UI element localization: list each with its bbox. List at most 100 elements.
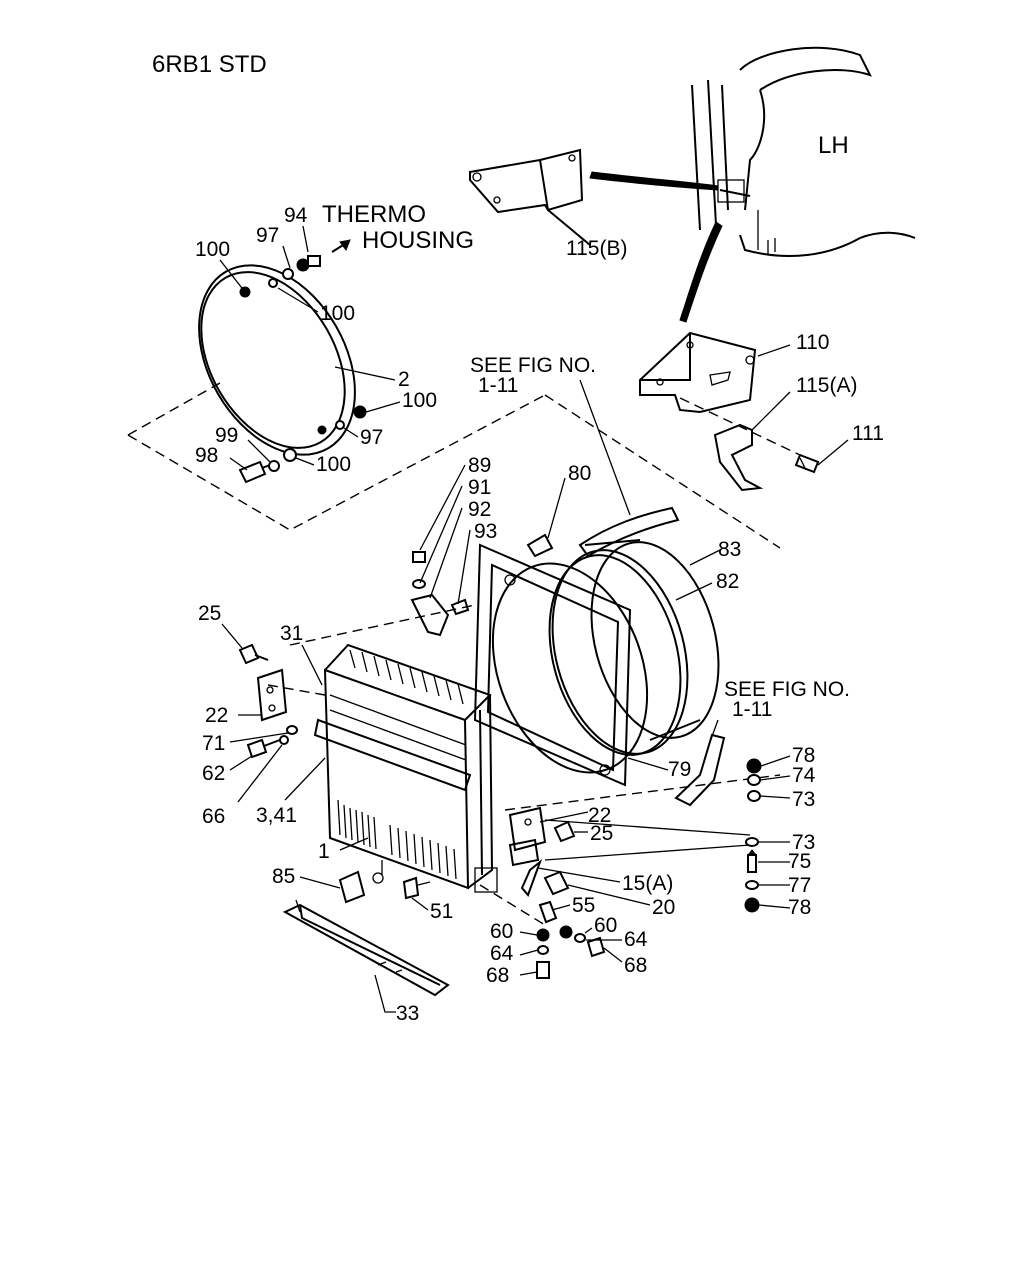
callout-2: 2 (398, 368, 410, 391)
callout-94: 94 (284, 204, 308, 227)
leader-97-lower (343, 427, 359, 438)
callout-97-top: 97 (256, 224, 279, 247)
bracket-115b (469, 148, 591, 246)
callout-100-bottom: 100 (316, 453, 351, 476)
leader-33 (374, 974, 396, 1013)
leader-111 (817, 439, 849, 466)
dash-core-c (504, 774, 781, 811)
leader-80 (547, 477, 566, 539)
arrow-thermo-head (339, 239, 351, 252)
leader-55 (551, 904, 571, 911)
leader-20 (567, 884, 651, 906)
dash-ring-box-b (127, 382, 221, 436)
line-to-75 (544, 844, 751, 861)
washer-71 (286, 725, 298, 735)
callout-97-lower: 97 (360, 426, 383, 449)
leader-51 (411, 897, 429, 911)
leader-100-right (277, 287, 319, 313)
bracket-110 (639, 331, 757, 414)
callout-110: 110 (796, 331, 829, 354)
bottom-bracket-33 (282, 899, 450, 997)
callout-74: 74 (792, 764, 816, 787)
callout-78-top: 78 (792, 744, 815, 767)
leader-110 (757, 344, 791, 357)
callout-51: 51 (430, 900, 453, 923)
callout-62: 62 (202, 762, 225, 785)
leader-see-fig-right (709, 719, 719, 743)
see-fig-top-1: SEE FIG NO. (470, 354, 596, 377)
callout-79: 79 (668, 758, 691, 781)
leader-79 (627, 757, 669, 771)
callout-68-left: 68 (486, 964, 509, 987)
leader-15a (537, 867, 621, 883)
dash-ring-box-c (544, 394, 781, 549)
leader-66 (237, 744, 283, 803)
leader-2 (334, 366, 396, 381)
see-fig-right-2: 1-11 (732, 698, 772, 721)
clip-15a (520, 858, 543, 897)
callout-25-left: 25 (198, 602, 221, 625)
leader-100-top (219, 259, 246, 293)
callout-82: 82 (716, 570, 739, 593)
callout-83: 83 (718, 538, 741, 561)
leader-89 (419, 464, 466, 551)
stack-60-64-68-left (536, 928, 550, 979)
housing-label: HOUSING (362, 227, 474, 254)
dash-core-a (289, 604, 476, 646)
callout-100-mid: 100 (402, 389, 437, 412)
callout-73-bottom: 73 (792, 831, 815, 854)
callout-111: 111 (852, 422, 884, 445)
callout-22-right: 22 (588, 804, 611, 827)
callout-60-right: 60 (594, 914, 617, 937)
leader-92 (429, 507, 463, 599)
bolt-98 (238, 448, 297, 484)
callout-100-right: 100 (320, 302, 355, 325)
bolt-80 (526, 533, 554, 558)
callout-115a: 115(A) (796, 374, 857, 397)
leader-71 (229, 732, 289, 743)
leader-115a (751, 391, 791, 431)
leader-100-mid (365, 401, 401, 413)
upper-hose (578, 506, 680, 558)
leader-62 (229, 755, 253, 771)
callout-64-left: 64 (490, 942, 514, 965)
line-to-73 (544, 819, 751, 836)
leader-93 (457, 529, 471, 605)
dash-core-b (267, 684, 326, 696)
leader-341 (284, 757, 326, 801)
callout-15a: 15(A) (622, 872, 673, 895)
leaders-78-74-73 (759, 755, 791, 799)
fan-ring-83 (584, 539, 720, 741)
leader-91 (419, 485, 463, 584)
callout-25-right: 25 (590, 822, 613, 845)
callout-80: 80 (568, 462, 591, 485)
callout-115b: 115(B) (566, 237, 627, 260)
bracket-22-right (508, 806, 547, 867)
bracket-22-left (256, 668, 288, 722)
callout-89: 89 (468, 454, 491, 477)
bolt-20 (543, 870, 570, 896)
bolt-93 (450, 598, 470, 616)
leader-1 (339, 837, 369, 851)
callout-73-top: 73 (792, 788, 815, 811)
callout-77: 77 (788, 874, 811, 897)
leaders-right-stack (584, 927, 623, 963)
leader-22-right (539, 811, 589, 823)
bolt-111 (794, 453, 820, 474)
fitting-94 (307, 255, 321, 267)
leader-25-left (221, 623, 243, 649)
drain-stack-lower (744, 837, 760, 913)
bracket-85 (338, 860, 384, 904)
side-label: LH (818, 132, 849, 159)
leader-31 (301, 644, 323, 686)
bolt-62 (246, 735, 289, 759)
callout-60-left: 60 (490, 920, 513, 943)
leader-see-fig-top (579, 379, 631, 516)
bracket-115a (713, 423, 764, 492)
leaders-left-stack (519, 931, 539, 976)
callout-68-right: 68 (624, 954, 647, 977)
nut-100 (353, 405, 367, 419)
shroud-ring-2 (198, 264, 356, 456)
